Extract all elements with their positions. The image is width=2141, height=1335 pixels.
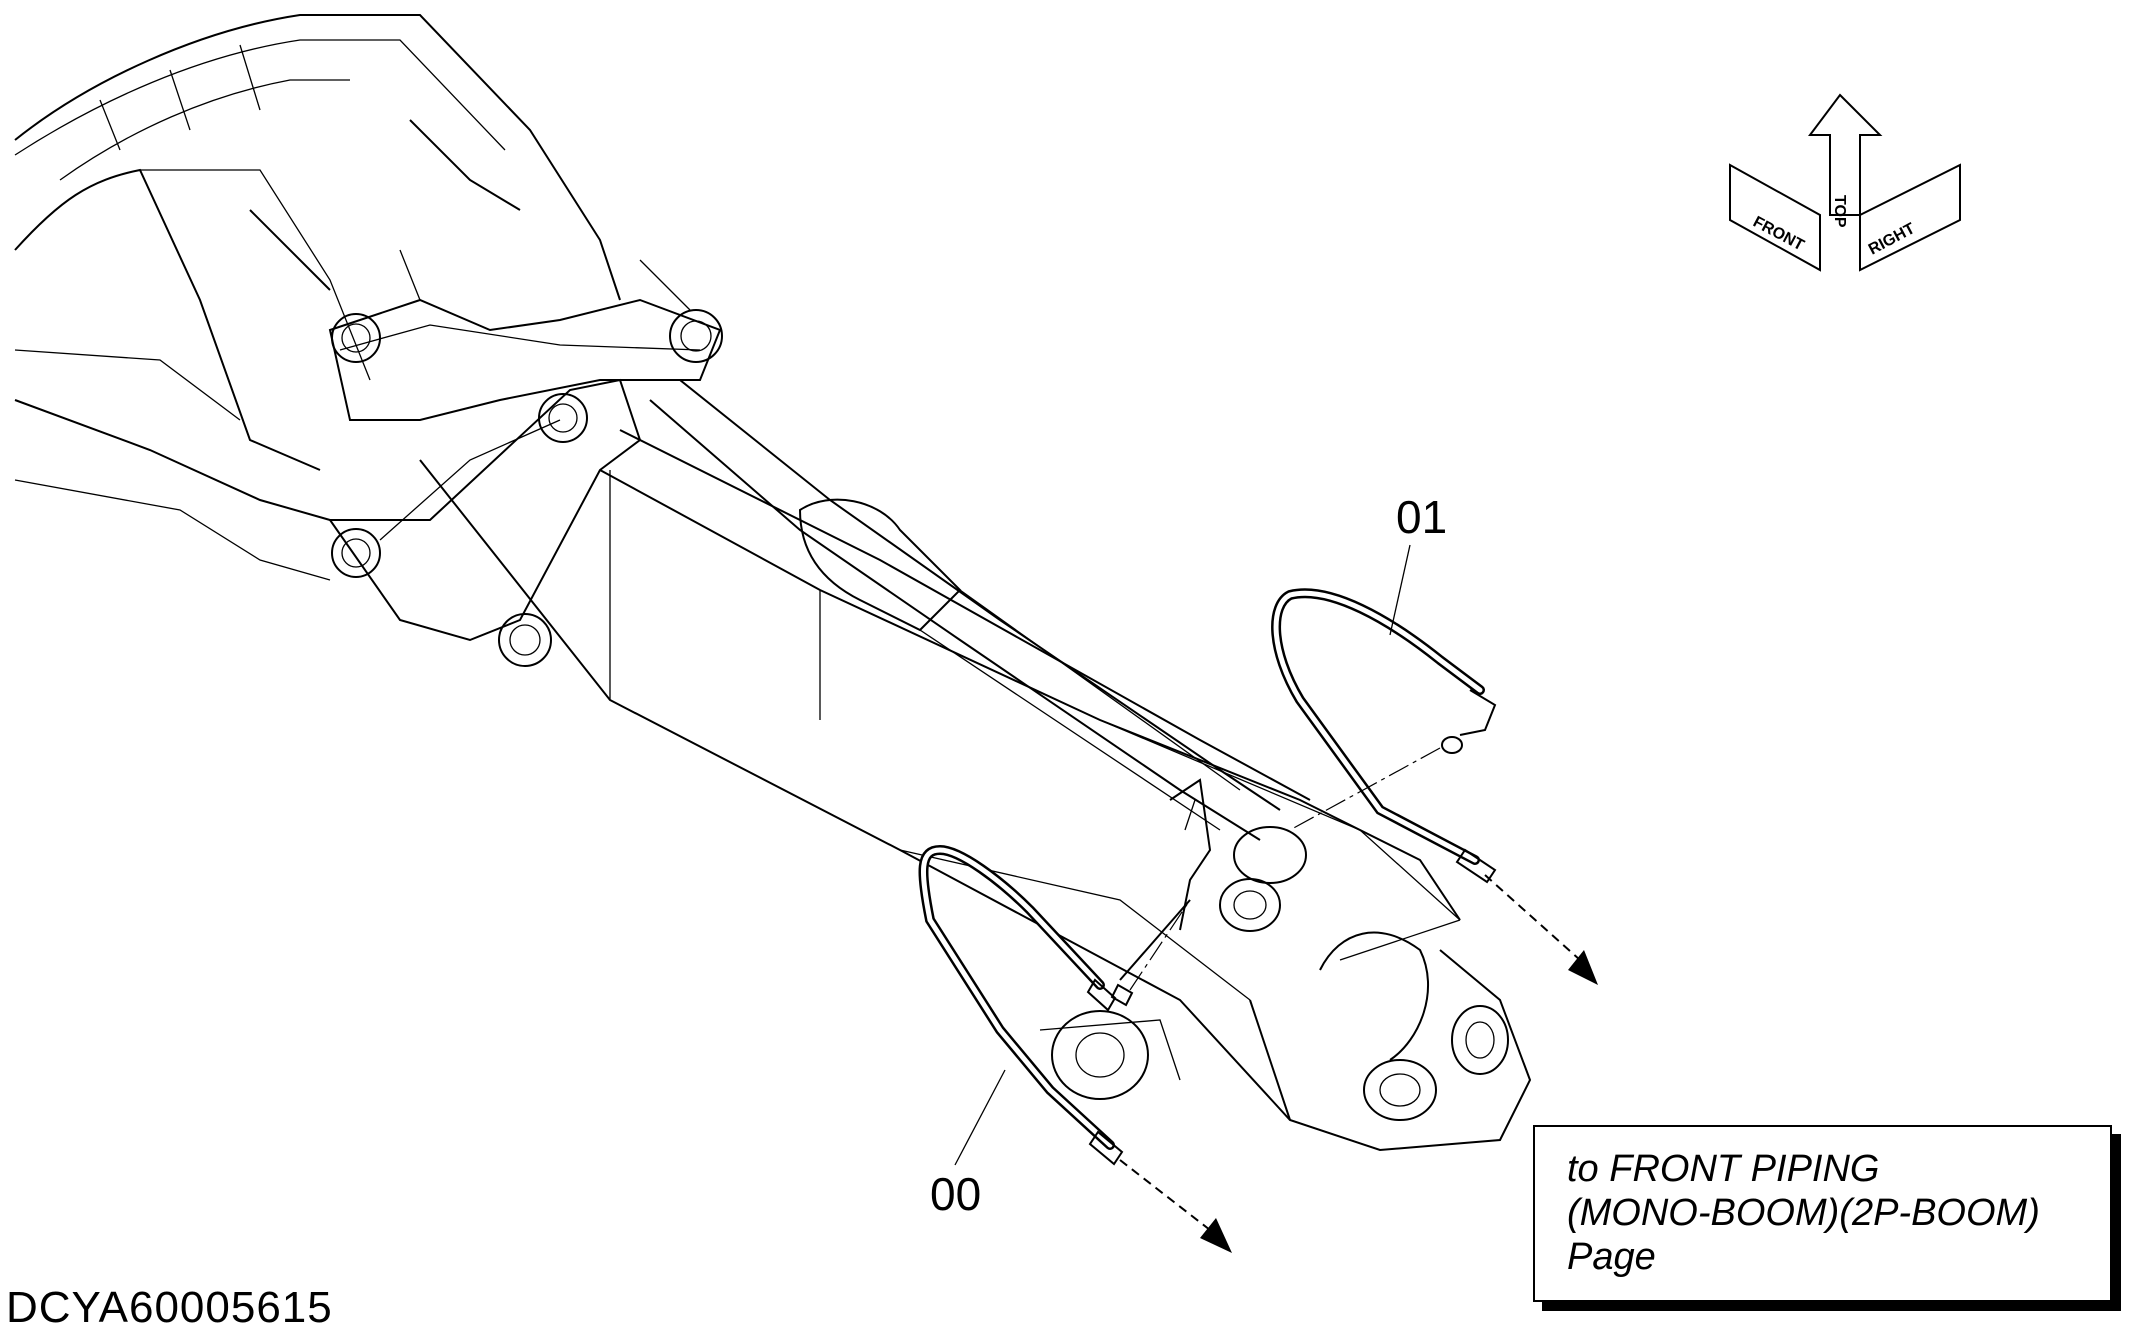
reference-line-1: to FRONT PIPING [1567,1148,1880,1190]
reference-line-3: Page [1567,1236,1656,1278]
hose-00[interactable] [918,844,1191,1166]
orientation-right-label: RIGHT [1866,220,1918,258]
callout-label-00: 00 [930,1168,982,1220]
orientation-top-label: TOP [1831,195,1848,228]
orientation-indicator: TOP FRONT RIGHT [1729,93,1961,272]
bucket-cylinder [649,379,1307,932]
callout-label-01: 01 [1396,491,1448,543]
reference-line-2: (MONO-BOOM)(2P-BOOM) [1567,1192,2040,1234]
flow-arrow-00 [1119,1159,1232,1253]
bucket-linkage [328,249,723,667]
arm-body [419,429,1532,1152]
flow-arrow-01 [1484,874,1598,985]
arm-foot-bracket [1039,778,1212,1100]
bucket [14,14,621,581]
hose-01[interactable] [1271,588,1497,884]
drawing-id: DCYA60005615 [6,1283,333,1332]
leader-line-01 [1389,544,1411,636]
front-piping-reference-link[interactable]: to FRONT PIPING (MONO-BOOM)(2P-BOOM) Pag… [1533,1125,2112,1302]
orientation-front-label: FRONT [1750,214,1807,255]
leader-line-00 [954,1069,1006,1166]
